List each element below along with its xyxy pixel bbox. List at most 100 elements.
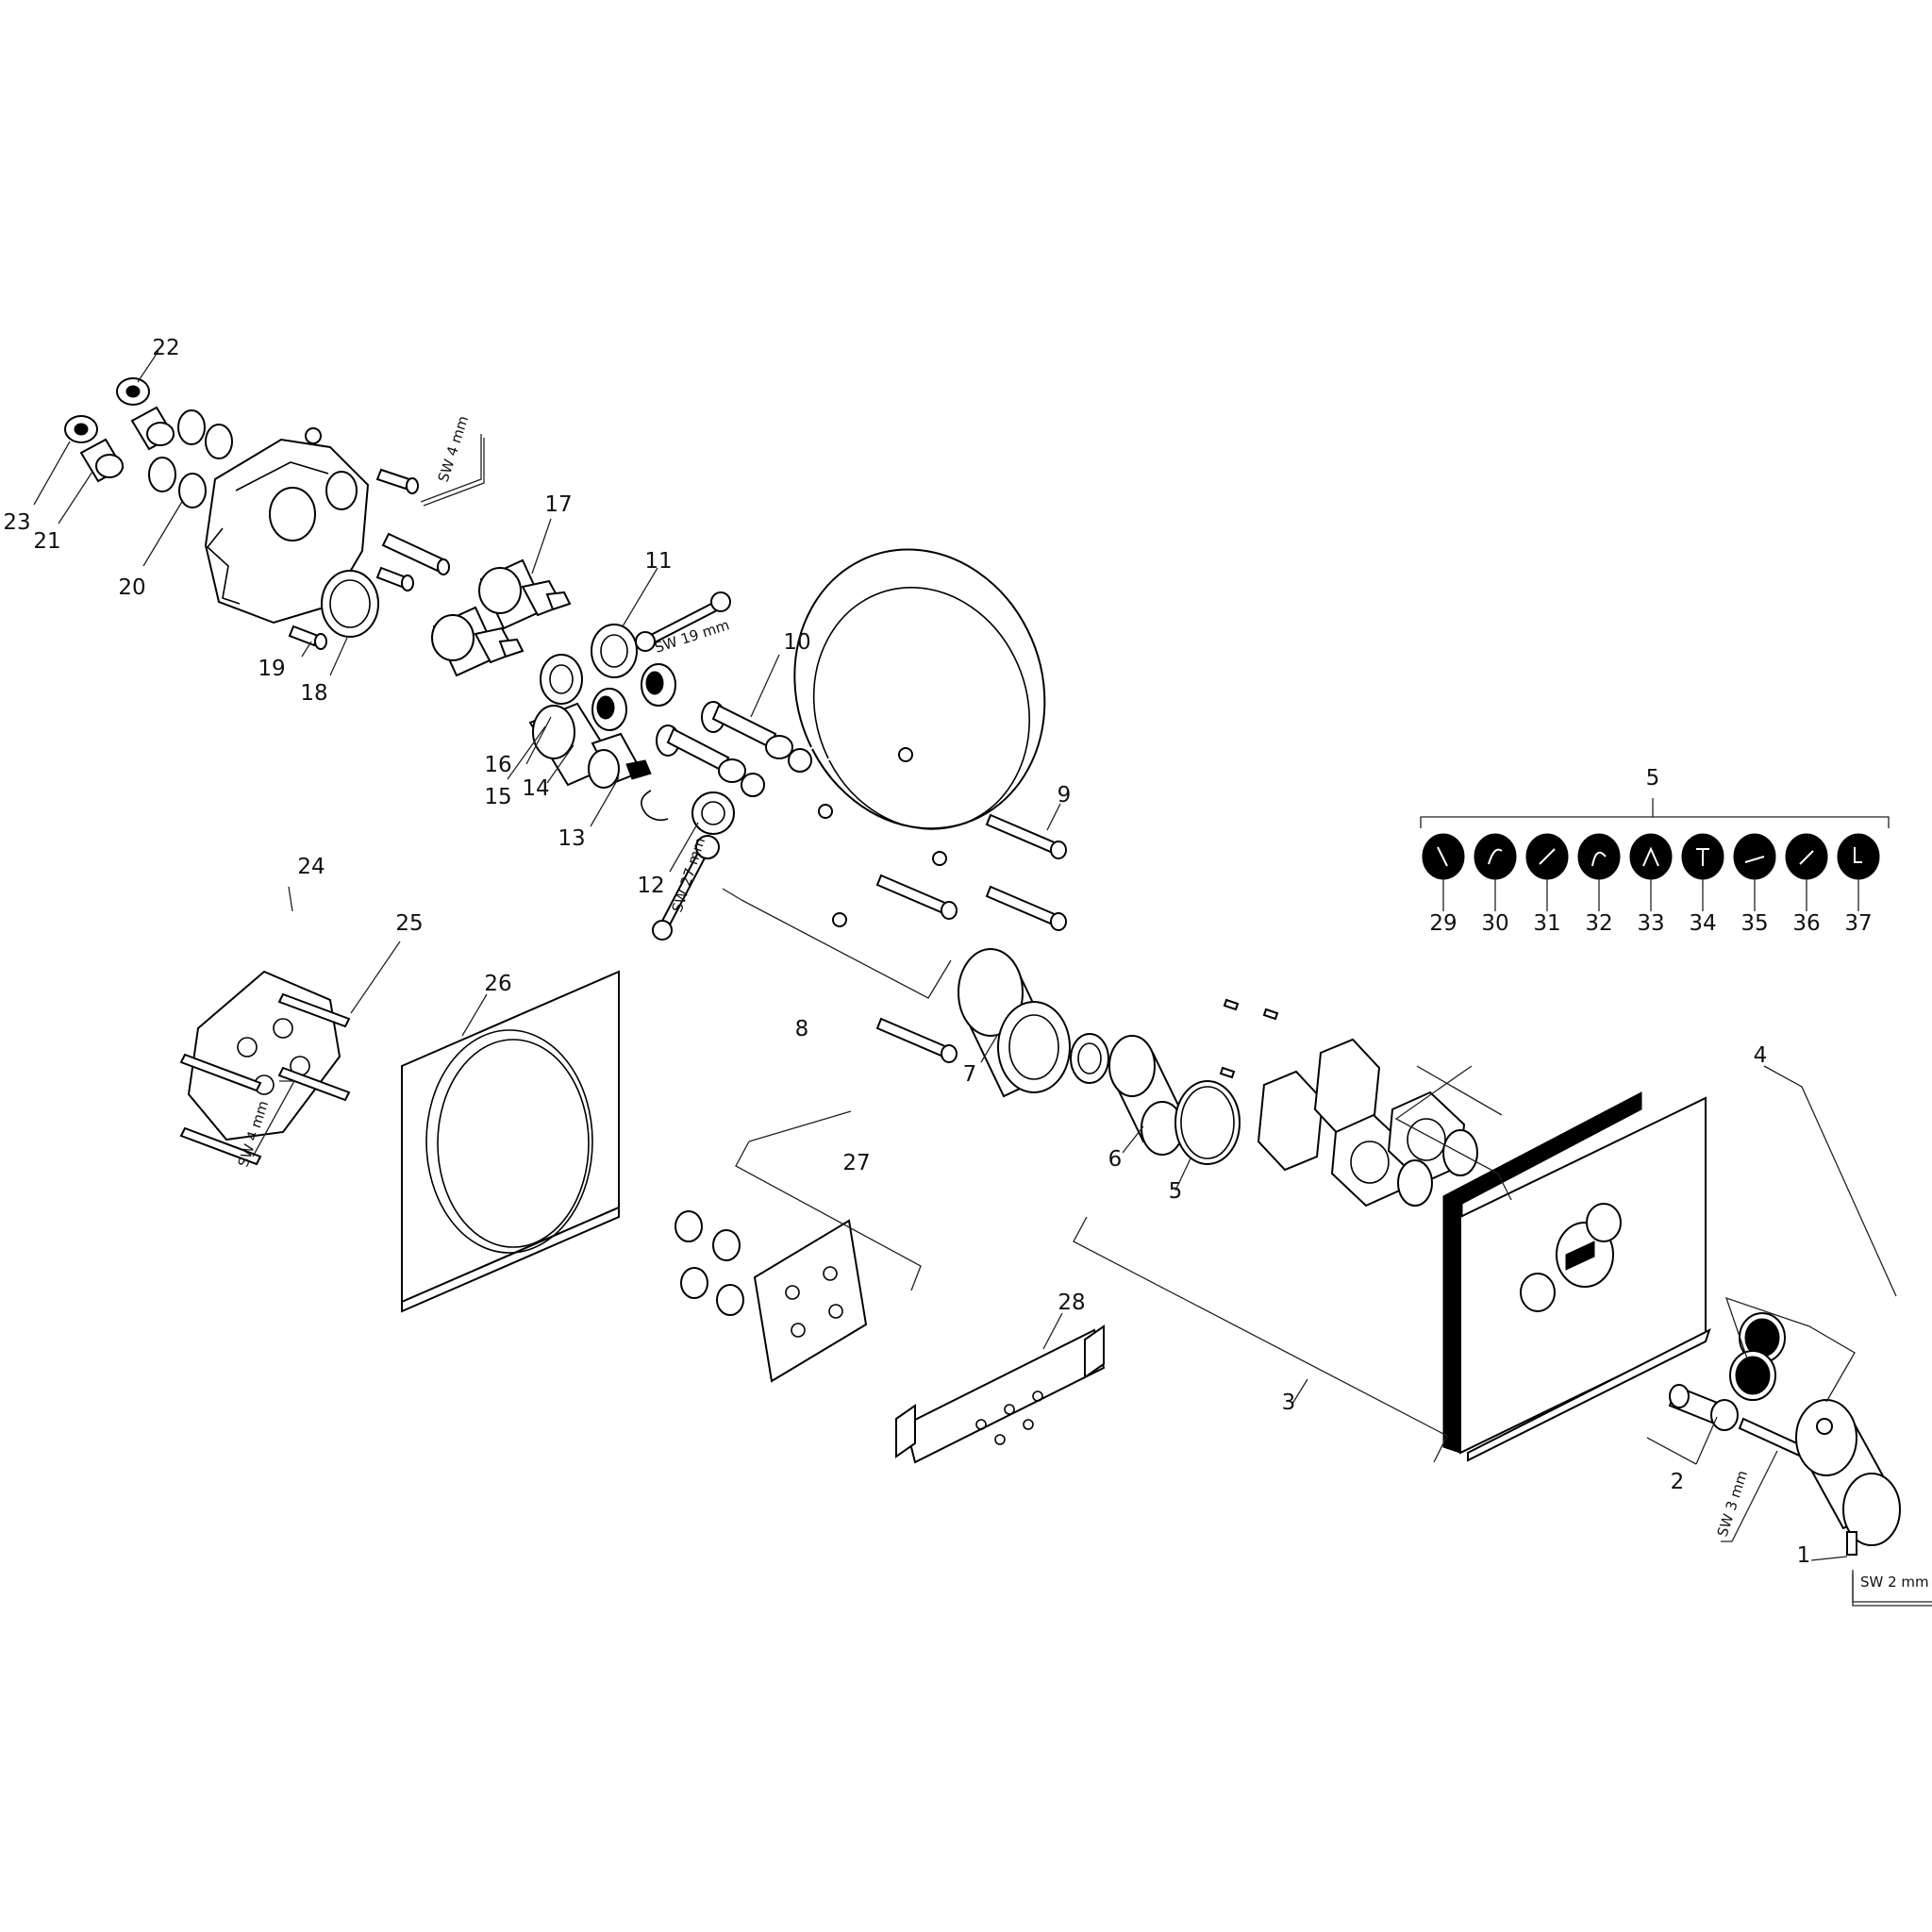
hex-key-2mm-b: [1852, 1574, 1932, 1607]
button-36-icon: [1785, 833, 1828, 880]
part-20-oring-c: [148, 457, 176, 492]
callout-9: 9: [1058, 783, 1072, 808]
callout-29: 29: [1429, 911, 1457, 936]
button-set-group: [1420, 798, 1890, 880]
spanner-27mm: [652, 835, 720, 941]
tool-label-sw2: SW 2 mm: [1860, 1574, 1929, 1591]
callout-21: 21: [33, 529, 60, 554]
callout-10: 10: [783, 630, 810, 655]
part-button-b: [1729, 1350, 1776, 1401]
callout-28: 28: [1058, 1291, 1085, 1315]
part-26-cover-frame: [401, 970, 620, 1313]
part-bracket: [1257, 1038, 1381, 1172]
part-10-spindle-b: [656, 724, 765, 797]
callout-31: 31: [1533, 911, 1560, 936]
callout-13: 13: [558, 826, 585, 851]
callout-23: 23: [3, 510, 30, 535]
hex-key-3mm: [1721, 1450, 1778, 1542]
part-6-adapter: [1108, 1035, 1187, 1156]
part-18-valve-body: [204, 427, 379, 638]
callout-5-buttons: 5: [1646, 766, 1660, 791]
button-35-icon: [1733, 833, 1776, 880]
tool-label-sw4-top: SW 4 mm: [435, 414, 473, 485]
callout-12: 12: [637, 874, 664, 898]
part-19-screw-c: [288, 625, 327, 650]
part-3-trim-plate: [1442, 1091, 1711, 1462]
part-20-oring-d: [178, 473, 207, 508]
part-7-sleeve: [958, 948, 1071, 1098]
valve-body-group: [64, 377, 450, 650]
part-21-sleeve-b: [130, 406, 175, 451]
part-19-screw: [375, 468, 419, 494]
part-8-base-ring: [793, 548, 1046, 927]
callout-17: 17: [544, 492, 572, 517]
part-9-screw: [985, 813, 1067, 859]
part-28-rail: [895, 1324, 1106, 1464]
spanner-19mm: [635, 591, 731, 652]
part-24-mounting-bracket: [187, 970, 341, 1141]
part-27-orings: [675, 1210, 744, 1316]
callout-35: 35: [1740, 911, 1768, 936]
part-9-screw-d: [875, 1017, 958, 1063]
callout-6: 6: [1108, 1147, 1123, 1172]
callout-25: 25: [395, 911, 423, 936]
callout-30: 30: [1481, 911, 1508, 936]
button-31-icon: [1525, 833, 1569, 880]
part-23-cap: [64, 415, 98, 443]
hex-key-4mm-top: [420, 434, 482, 503]
callout-7: 7: [963, 1062, 977, 1087]
part-clip: [641, 790, 669, 822]
callout-14: 14: [522, 776, 549, 801]
part-1-handle: [1795, 1399, 1901, 1546]
cartridges-group: [431, 558, 812, 835]
part-22-cap: [116, 377, 150, 406]
callout-5-ring: 5: [1169, 1179, 1183, 1204]
callout-32: 32: [1585, 911, 1612, 936]
part-nut-ring: [1070, 1033, 1109, 1084]
part-19-screw-b: [375, 566, 414, 591]
button-32-icon: [1577, 833, 1621, 880]
callout-18: 18: [300, 681, 327, 706]
part-17-cartridge: [478, 558, 572, 630]
button-29-icon: [1422, 833, 1465, 880]
part-20-oring-b: [205, 424, 233, 459]
part-2-spindle: [1668, 1384, 1739, 1431]
button-37-icon: [1837, 833, 1880, 880]
part-5-ring: [1174, 1080, 1241, 1165]
callout-37: 37: [1844, 911, 1872, 936]
part-spring-b: [591, 688, 627, 731]
callout-19: 19: [258, 657, 285, 681]
leader-lines: [33, 350, 1897, 1561]
callout-16: 16: [484, 753, 511, 777]
tool-label-sw27: SW 27 mm: [669, 835, 709, 914]
callout-11: 11: [644, 549, 672, 574]
callout-2: 2: [1671, 1470, 1685, 1494]
callout-24: 24: [297, 855, 325, 879]
part-17-cartridge-b: [431, 606, 525, 677]
callout-33: 33: [1637, 911, 1664, 936]
part-12-nut: [691, 791, 735, 835]
part-21-sleeve: [79, 438, 125, 483]
part-nut-b: [540, 654, 583, 705]
part-9-screw-c: [875, 874, 958, 920]
part-25-screws: [179, 992, 351, 1166]
button-33-icon: [1629, 833, 1673, 880]
part-4-oring-b: [1397, 1159, 1433, 1207]
part-10-spindle: [701, 701, 812, 773]
part-11-nut: [591, 624, 638, 678]
callout-3: 3: [1282, 1391, 1296, 1415]
part-spring: [641, 663, 676, 707]
callout-1: 1: [1797, 1543, 1811, 1568]
hex-key-4mm-left: [252, 1080, 296, 1158]
part-20-oring: [177, 409, 206, 445]
hex-key-4mm-top-b: [423, 438, 485, 507]
part-1-grub-screw: [1846, 1531, 1857, 1556]
callout-36: 36: [1792, 911, 1820, 936]
callout-4: 4: [1754, 1043, 1768, 1068]
button-34-icon: [1681, 833, 1724, 880]
part-9-screw-b: [985, 885, 1067, 931]
callout-22: 22: [152, 336, 179, 360]
callout-15: 15: [484, 785, 511, 809]
button-30-icon: [1474, 833, 1517, 880]
